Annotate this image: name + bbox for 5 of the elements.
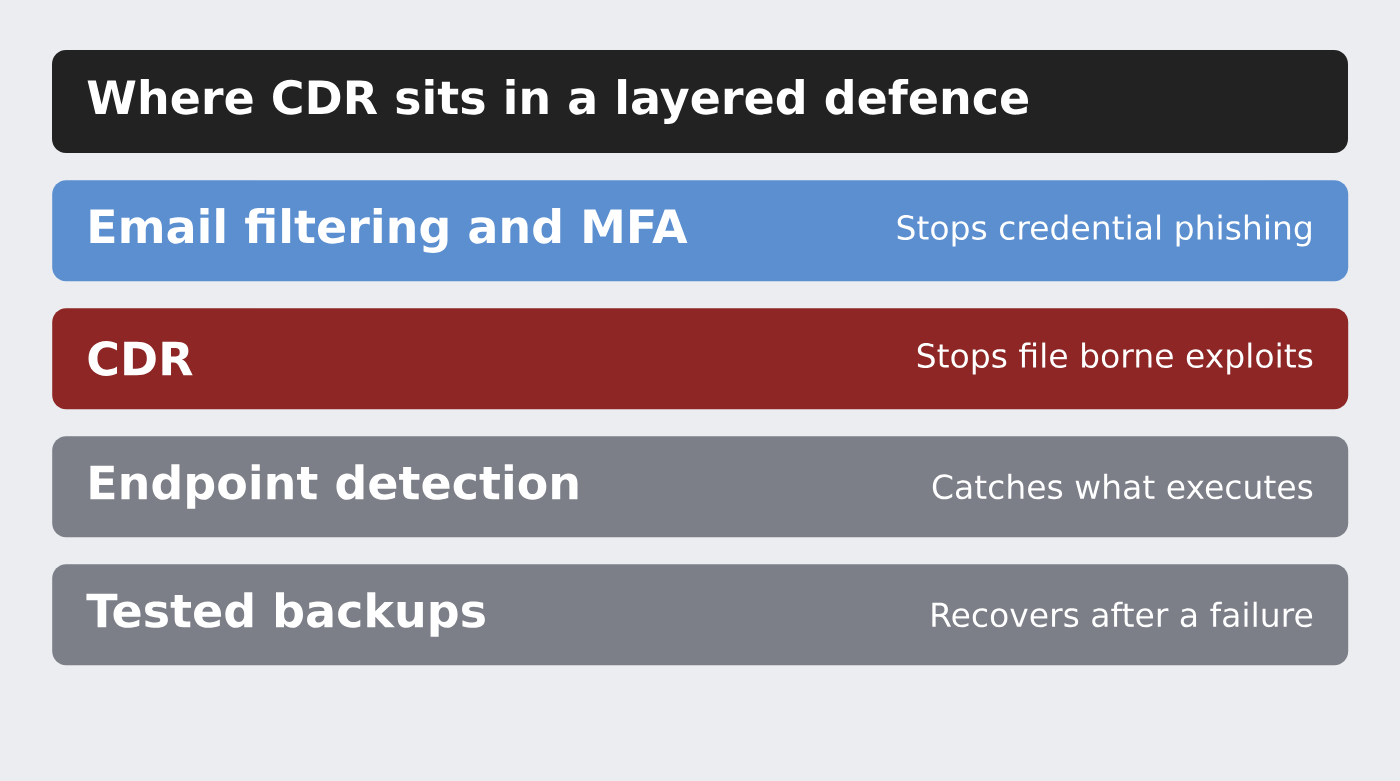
layer-bar: Tested backups Recovers after a failure <box>52 564 1349 666</box>
layer-bar: Email filtering and MFA Stops credential phishing <box>52 180 1349 282</box>
title-bar: Where CDR sits in a layered defence <box>52 50 1348 153</box>
layer-bar: CDR Stops file borne exploits <box>52 308 1349 410</box>
layer-bar: Endpoint detection Catches what executes <box>52 436 1349 538</box>
